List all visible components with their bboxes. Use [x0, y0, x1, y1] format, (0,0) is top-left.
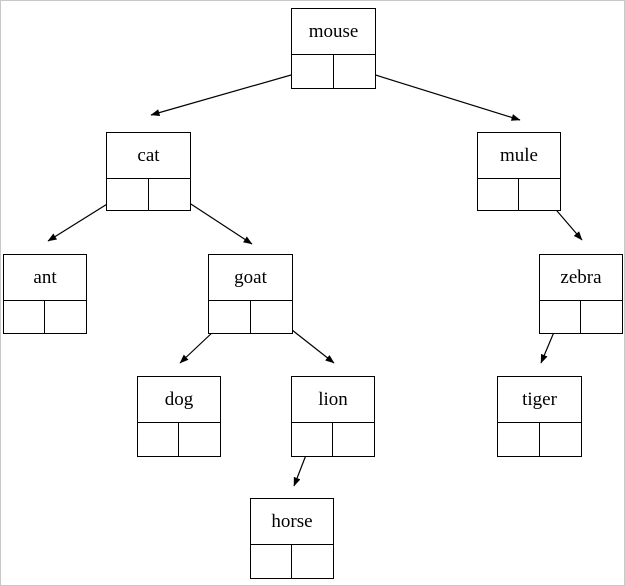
- tree-node-zebra[interactable]: zebra: [539, 254, 623, 334]
- tree-node-label: dog: [138, 377, 220, 423]
- tree-node-horse[interactable]: horse: [250, 498, 334, 579]
- tree-node-cat[interactable]: cat: [106, 132, 191, 211]
- tree-node-pointer-row: [498, 423, 581, 456]
- tree-node-pointer-row: [138, 423, 220, 456]
- tree-node-pointer-row: [251, 545, 333, 578]
- tree-node-label: cat: [107, 133, 190, 179]
- right-pointer-cell[interactable]: [540, 423, 582, 456]
- tree-node-ant[interactable]: ant: [3, 254, 87, 334]
- right-pointer-cell[interactable]: [519, 179, 560, 210]
- left-pointer-cell[interactable]: [540, 301, 581, 333]
- tree-node-pointer-row: [540, 301, 622, 333]
- left-pointer-cell[interactable]: [107, 179, 149, 210]
- tree-node-dog[interactable]: dog: [137, 376, 221, 457]
- left-pointer-cell[interactable]: [251, 545, 292, 578]
- edge-mouse-to-mule: [352, 67, 521, 121]
- tree-node-label: mule: [478, 133, 560, 179]
- left-pointer-cell[interactable]: [138, 423, 179, 456]
- left-pointer-cell[interactable]: [478, 179, 519, 210]
- left-pointer-cell[interactable]: [4, 301, 45, 333]
- tree-node-label: mouse: [292, 9, 375, 55]
- tree-node-label: tiger: [498, 377, 581, 423]
- tree-node-mule[interactable]: mule: [477, 132, 561, 211]
- tree-node-goat[interactable]: goat: [208, 254, 293, 334]
- tree-node-label: lion: [292, 377, 374, 423]
- right-pointer-cell[interactable]: [45, 301, 86, 333]
- tree-node-tiger[interactable]: tiger: [497, 376, 582, 457]
- tree-node-pointer-row: [209, 301, 292, 333]
- left-pointer-cell[interactable]: [498, 423, 540, 456]
- right-pointer-cell[interactable]: [149, 179, 191, 210]
- right-pointer-cell[interactable]: [292, 545, 333, 578]
- tree-node-pointer-row: [107, 179, 190, 210]
- right-pointer-cell[interactable]: [179, 423, 220, 456]
- tree-node-pointer-row: [4, 301, 86, 333]
- right-pointer-cell[interactable]: [581, 301, 622, 333]
- tree-node-pointer-row: [292, 423, 374, 456]
- tree-node-label: zebra: [540, 255, 622, 301]
- right-pointer-cell[interactable]: [334, 55, 376, 88]
- left-pointer-cell[interactable]: [209, 301, 251, 333]
- edge-mouse-to-cat: [150, 68, 313, 117]
- right-pointer-cell[interactable]: [251, 301, 293, 333]
- tree-node-pointer-row: [292, 55, 375, 88]
- tree-node-label: goat: [209, 255, 292, 301]
- tree-node-label: ant: [4, 255, 86, 301]
- left-pointer-cell[interactable]: [292, 55, 334, 88]
- tree-node-label: horse: [251, 499, 333, 545]
- left-pointer-cell[interactable]: [292, 423, 333, 456]
- tree-node-mouse[interactable]: mouse: [291, 8, 376, 89]
- right-pointer-cell[interactable]: [333, 423, 374, 456]
- tree-node-pointer-row: [478, 179, 560, 210]
- tree-node-lion[interactable]: lion: [291, 376, 375, 457]
